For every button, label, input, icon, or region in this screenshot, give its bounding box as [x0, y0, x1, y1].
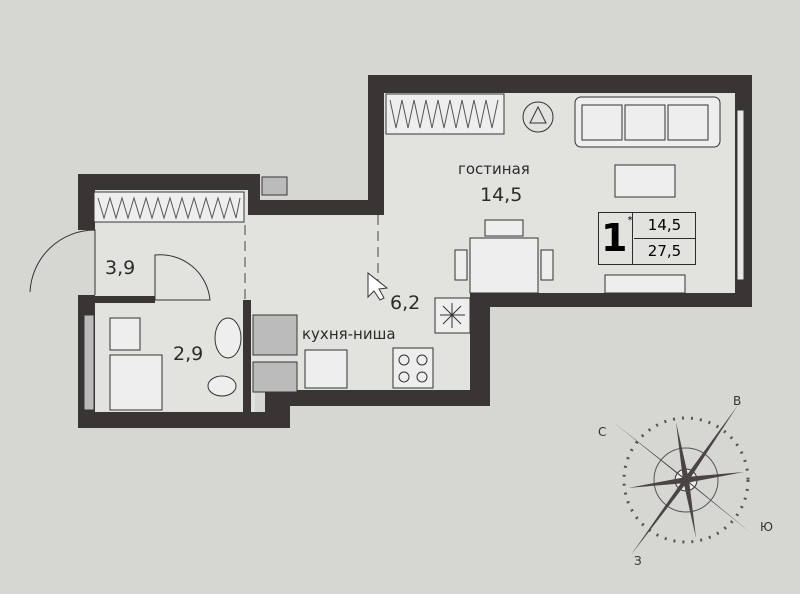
hatched-columns [83, 176, 298, 411]
ventilation-icon [434, 297, 471, 334]
living-room-area: 14,5 [480, 184, 523, 206]
sofa [574, 96, 721, 148]
compass-rose [613, 405, 751, 555]
compass-north: С [598, 425, 607, 439]
rooms-count-cell: 1 * [599, 213, 633, 264]
coffee-table [614, 164, 676, 198]
boiler-icon [522, 101, 554, 133]
shower [109, 354, 163, 411]
wardrobe-living [385, 93, 505, 135]
wardrobe-left [93, 191, 245, 223]
bathroom-area: 2,9 [173, 343, 204, 365]
stove [392, 347, 434, 389]
apartment-legend: 1 * 14,5 27,5 [598, 212, 696, 265]
living-area-value: 14,5 [634, 213, 695, 239]
rooms-marker: * [627, 215, 633, 226]
bathroom-door [154, 254, 211, 301]
hall-area: 3,9 [105, 257, 136, 279]
compass-east: В [733, 394, 742, 408]
entrance-door-arc [29, 229, 96, 295]
sink [304, 349, 348, 389]
mouse-cursor [367, 271, 389, 301]
compass-south: Ю [760, 520, 773, 534]
washbasin [109, 317, 141, 351]
kitchen-area: 6,2 [390, 292, 421, 314]
dining-table [454, 219, 554, 294]
window [736, 109, 745, 281]
total-area-value: 27,5 [647, 242, 682, 260]
compass-west: З [634, 554, 642, 568]
rooms-count: 1 [601, 216, 628, 260]
kitchen-name: кухня-ниша [302, 325, 396, 343]
toilet [207, 375, 237, 397]
bathtub-basin [214, 317, 242, 359]
tv-stand [604, 274, 686, 294]
living-room-name: гостиная [458, 160, 530, 178]
